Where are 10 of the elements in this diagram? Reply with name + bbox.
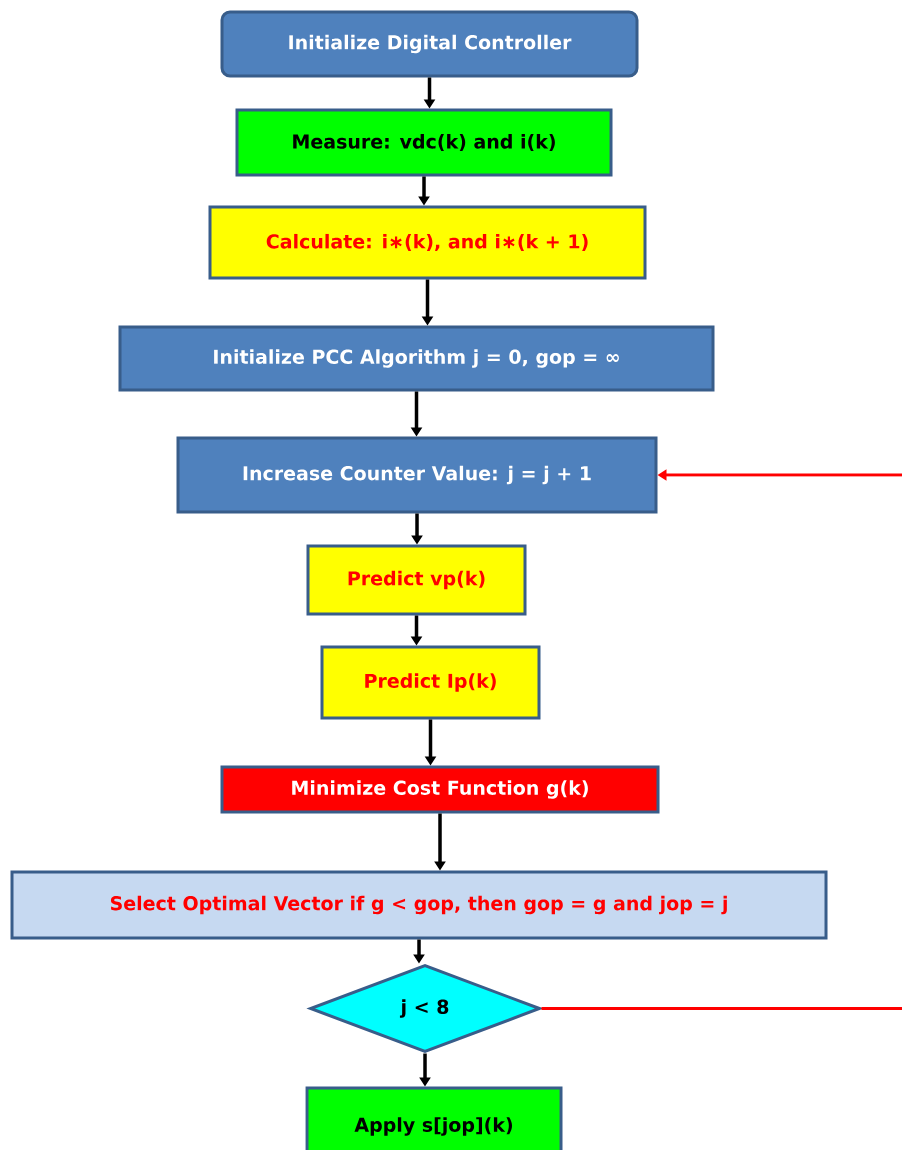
process-box: Select Optimal Vector if g < gop, then gop = g and jop = j (10, 870, 828, 940)
start-box: Initialize Digital Controller (220, 10, 639, 78)
process-box: Calculate: i∗(k), and i∗(k + 1) (208, 205, 647, 280)
process-box: Predict vp(k) (306, 544, 527, 616)
process-box: Minimize Cost Function g(k) (220, 765, 660, 814)
process-box: Predict Ip(k) (320, 645, 541, 720)
process-box: Apply s[jop](k) (305, 1086, 563, 1150)
process-box: Initialize PCC Algorithm j = 0, gop = ∞ (118, 325, 715, 392)
process-box: Measure: vdc(k) and i(k) (235, 108, 613, 177)
process-box: Increase Counter Value: j = j + 1 (176, 436, 658, 514)
